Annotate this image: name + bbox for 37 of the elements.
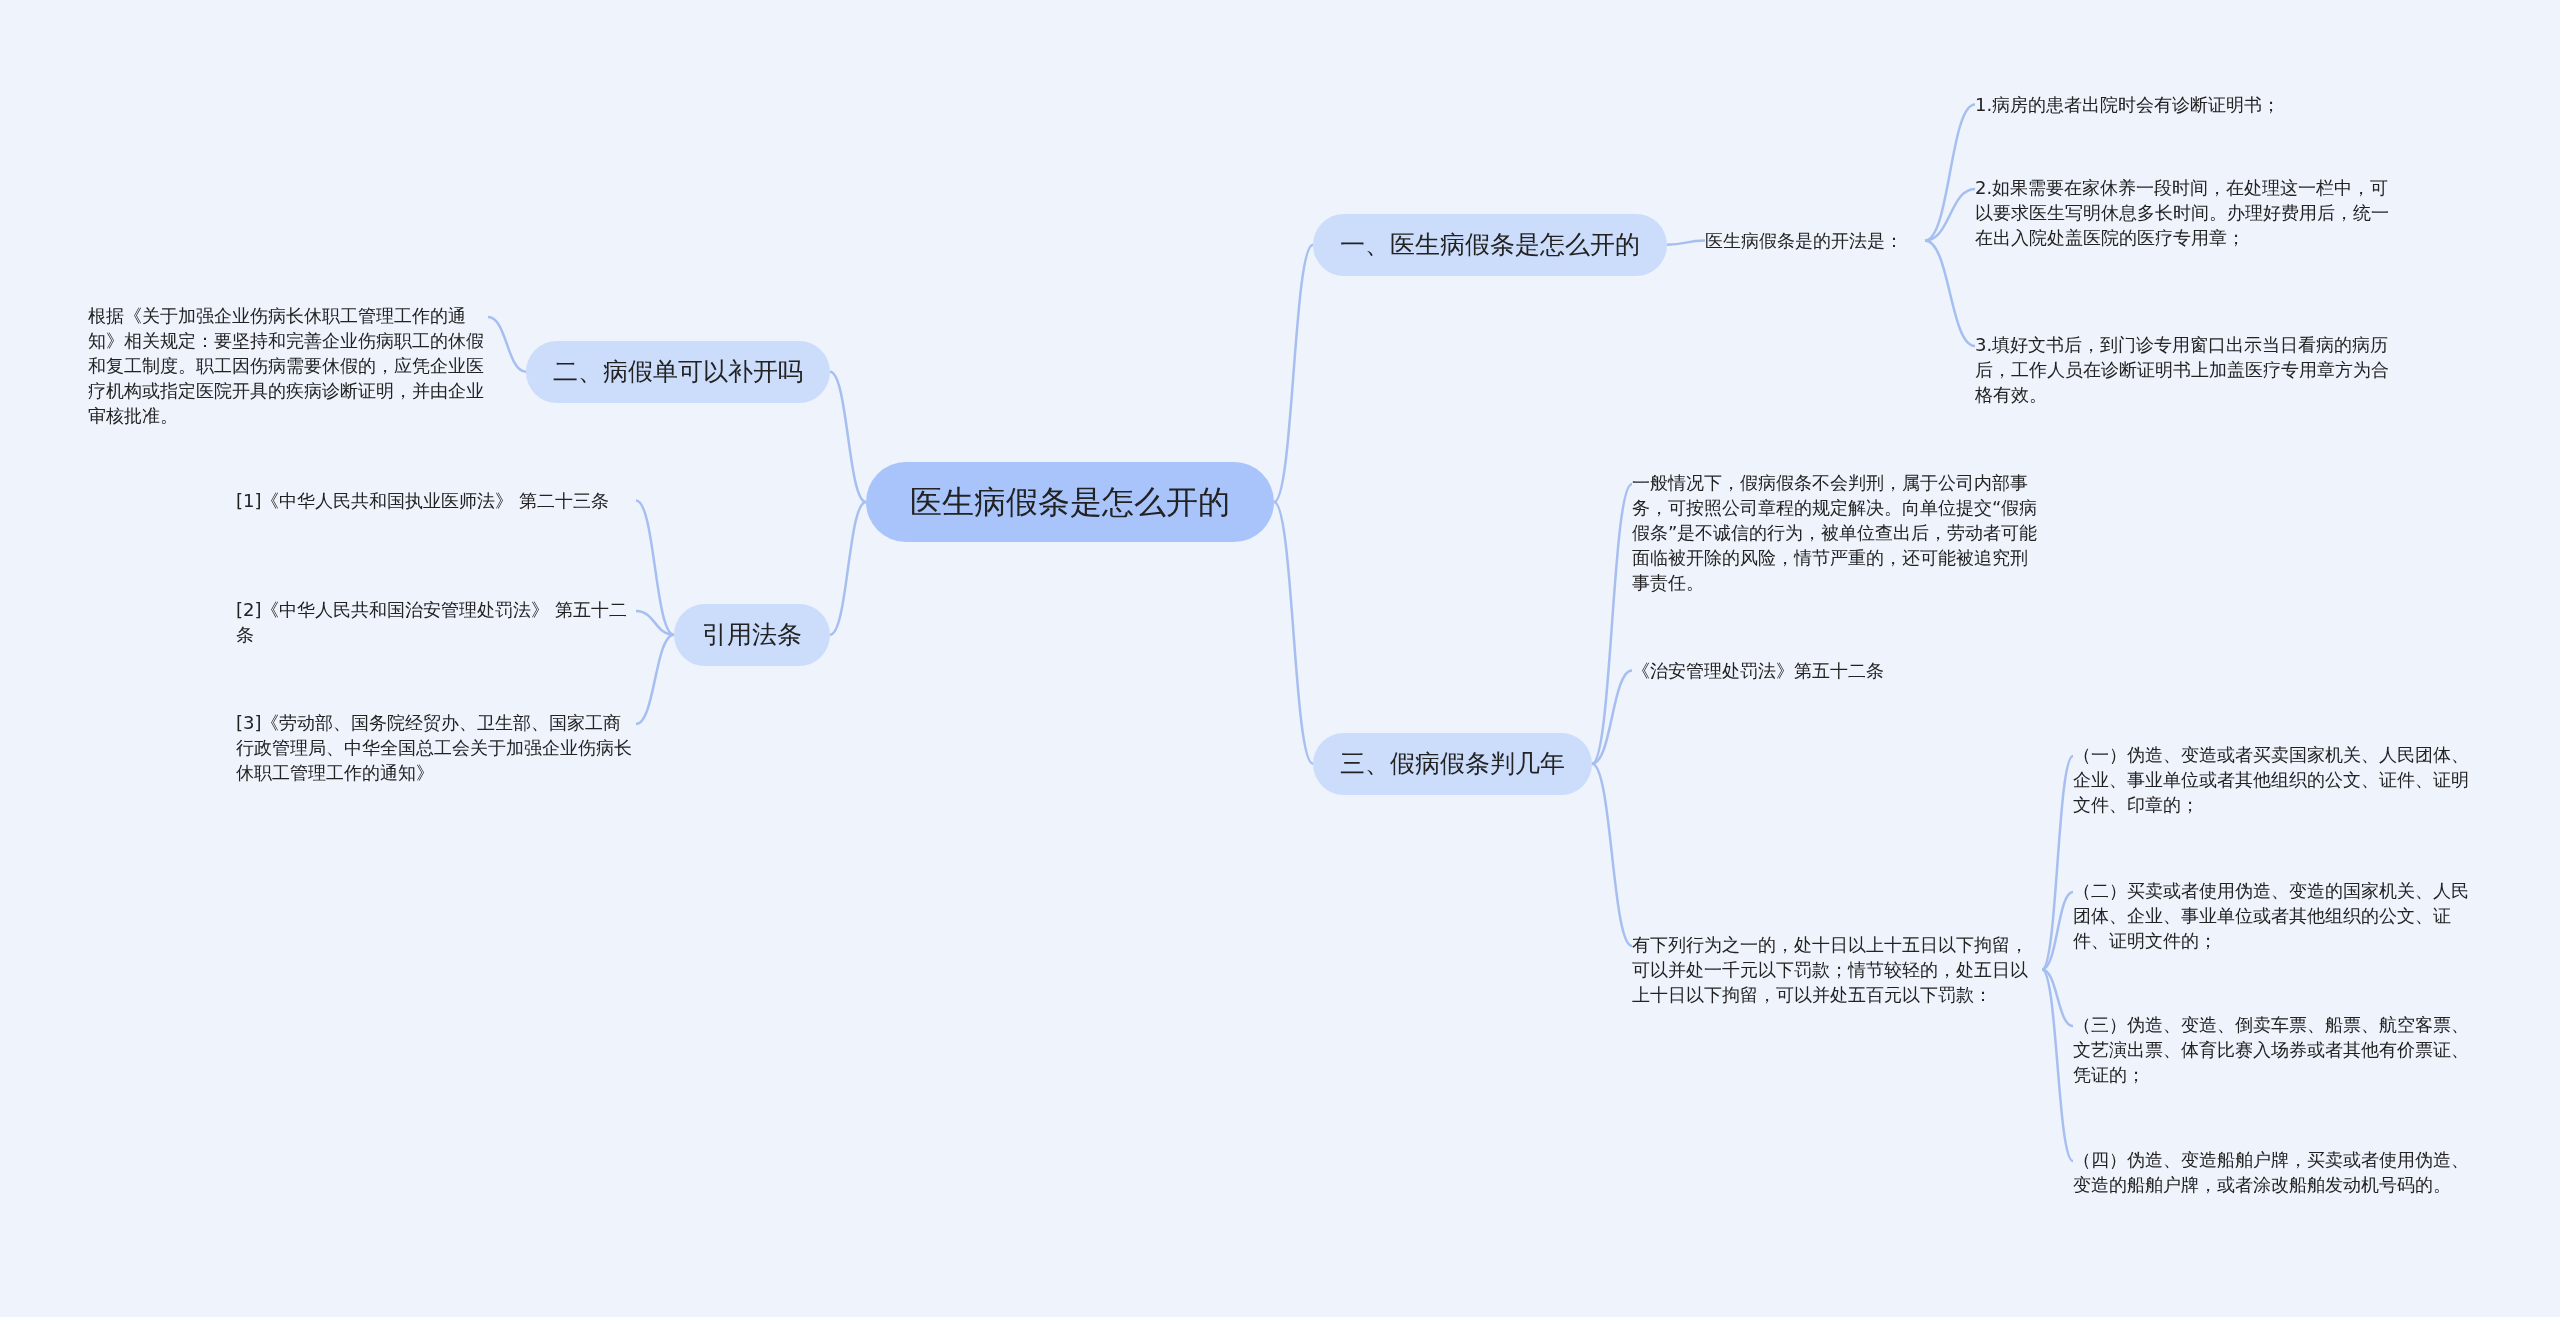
branch-line <box>829 370 867 504</box>
subtopic-text: （三）伪造、变造、倒卖车票、船票、航空客票、文艺演出票、体育比赛入场券或者其他有价票证、凭证的； <box>2073 1012 2483 1087</box>
branch-line <box>1273 243 1314 503</box>
subtopic-text: 根据《关于加强企业伤病长休职工管理工作的通知》相关规定：要坚持和完善企业伤病职工的休假和复工制度。职工因伤病需要休假的，应凭企业医疗机构或指定医院开具的疾病诊断证明，并由企业审核批准。 <box>88 303 488 428</box>
branch-line <box>2041 890 2074 971</box>
central-topic: 医生病假条是怎么开的 <box>866 462 1274 542</box>
subtopic-text: （二）买卖或者使用伪造、变造的国家机关、人民团体、企业、事业单位或者其他组织的公文、证件、证明文件的； <box>2073 878 2483 953</box>
topic-pill: 引用法条 <box>674 604 830 666</box>
subtopic-text: （一）伪造、变造或者买卖国家机关、人民团体、企业、事业单位或者其他组织的公文、证件、证明文件、印章的； <box>2073 742 2483 817</box>
branch-line <box>1924 187 1976 242</box>
subtopic-text: [3]《劳动部、国务院经贸办、卫生部、国家工商行政管理局、中华全国总工会关于加强企业伤病长休职工管理工作的通知》 <box>236 710 636 785</box>
subtopic-text: 医生病假条是的开法是： <box>1705 228 1925 253</box>
branch-line <box>1924 239 1976 348</box>
branch-line <box>1666 239 1706 246</box>
branch-line <box>487 315 527 373</box>
subtopic-text: 《治安管理处罚法》第五十二条 <box>1632 658 2042 683</box>
subtopic-text: 有下列行为之一的，处十日以上十五日以下拘留，可以并处一千元以下罚款；情节较轻的，处五日以上十日以下拘留，可以并处五百元以下罚款： <box>1632 932 2042 1007</box>
branch-line <box>1591 483 1633 765</box>
topic-pill: 三、假病假条判几年 <box>1313 733 1592 795</box>
branch-line <box>635 633 675 726</box>
subtopic-text: 2.如果需要在家休养一段时间，在处理这一栏中，可以要求医生写明休息多长时间。办理好费用后，统一在出入院处盖医院的医疗专用章； <box>1975 175 2395 250</box>
branch-line <box>2041 968 2074 1162</box>
subtopic-text: 1.病房的患者出院时会有诊断证明书； <box>1975 92 2395 117</box>
branch-line <box>829 500 867 636</box>
subtopic-text: 一般情况下，假病假条不会判刑，属于公司内部事务，可按照公司章程的规定解决。向单位提交“假病假条”是不诚信的行为，被单位查出后，劳动者可能面临被开除的风险，情节严重的，还可能被追究刑事责任。 <box>1632 470 2042 595</box>
subtopic-text: 3.填好文书后，到门诊专用窗口出示当日看病的病历后，工作人员在诊断证明书上加盖医疗专用章方为合格有效。 <box>1975 332 2395 407</box>
branch-line <box>1591 669 1633 765</box>
subtopic-text: [2]《中华人民共和国治安管理处罚法》 第五十二条 <box>236 597 636 647</box>
topic-pill: 二、病假单可以补开吗 <box>526 341 830 403</box>
branch-line <box>1273 501 1314 765</box>
branch-line <box>2041 755 2074 971</box>
branch-line <box>1591 762 1633 947</box>
branch-line <box>635 499 675 636</box>
branch-line <box>2041 968 2074 1028</box>
subtopic-text: [1]《中华人民共和国执业医师法》 第二十三条 <box>236 488 636 513</box>
subtopic-text: （四）伪造、变造船舶户牌，买卖或者使用伪造、变造的船舶户牌，或者涂改船舶发动机号码的。 <box>2073 1147 2483 1197</box>
topic-pill: 一、医生病假条是怎么开的 <box>1313 214 1667 276</box>
